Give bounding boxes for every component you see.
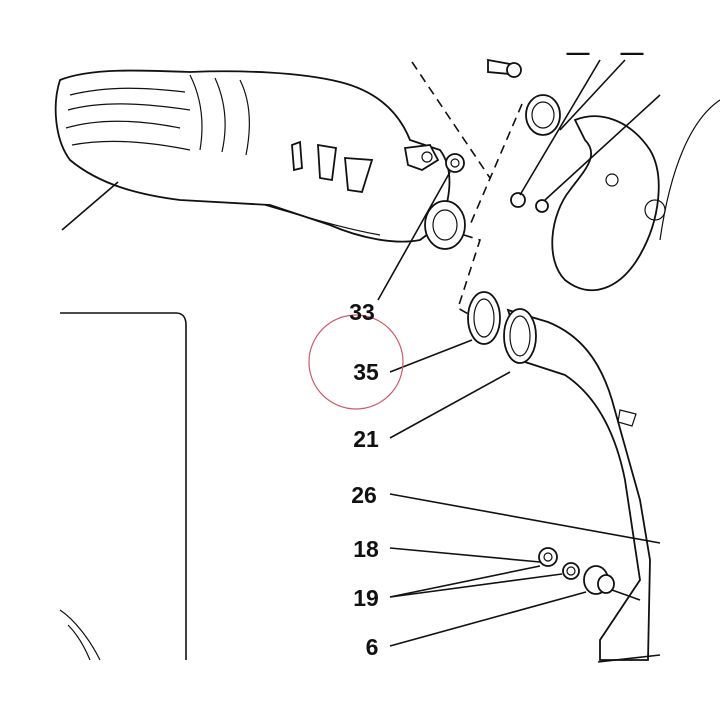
grommet-6	[583, 565, 615, 595]
silencer-leader	[61, 181, 119, 231]
leader-pipe-end	[611, 589, 641, 601]
leader-top-right-3	[544, 94, 661, 201]
pipe-21	[503, 308, 651, 661]
washer-33	[445, 153, 465, 173]
washer-19	[562, 562, 580, 580]
leader-bottom-right	[597, 654, 661, 663]
leader-top-right-2	[519, 59, 601, 196]
highlight-circle	[308, 314, 404, 410]
callout-19: 19	[353, 585, 379, 611]
nut-18	[538, 547, 558, 567]
leader-33	[377, 171, 451, 301]
gasket-ring-35	[467, 291, 501, 345]
callout-cropped-2: —	[621, 39, 644, 65]
callout-cropped-1: —	[567, 39, 590, 65]
assembly-line-1	[411, 61, 491, 179]
screw-mid	[510, 192, 526, 208]
leader-18	[389, 547, 541, 563]
leader-19b	[389, 565, 541, 598]
assembly-line-2	[469, 103, 523, 226]
leader-6	[389, 591, 587, 647]
panel-outline	[60, 312, 187, 660]
callout-33: 33	[349, 299, 375, 325]
leader-top-right-1	[559, 59, 626, 131]
bolt-top	[487, 58, 522, 78]
header-pipe	[551, 99, 720, 292]
leader-26	[389, 493, 661, 544]
callout-35: 35	[353, 359, 379, 385]
callout-18: 18	[353, 536, 379, 562]
callout-6: 6	[366, 634, 379, 660]
callout-21: 21	[353, 426, 379, 452]
silencer-body	[54, 69, 466, 250]
panel-detail	[59, 609, 101, 661]
callout-26: 26	[351, 482, 377, 508]
leader-19a	[389, 573, 563, 598]
leader-35	[389, 339, 473, 373]
gasket-ring-top	[525, 94, 561, 136]
assembly-line-3	[457, 234, 482, 316]
leader-21	[389, 371, 511, 439]
washer-mid	[535, 199, 549, 213]
